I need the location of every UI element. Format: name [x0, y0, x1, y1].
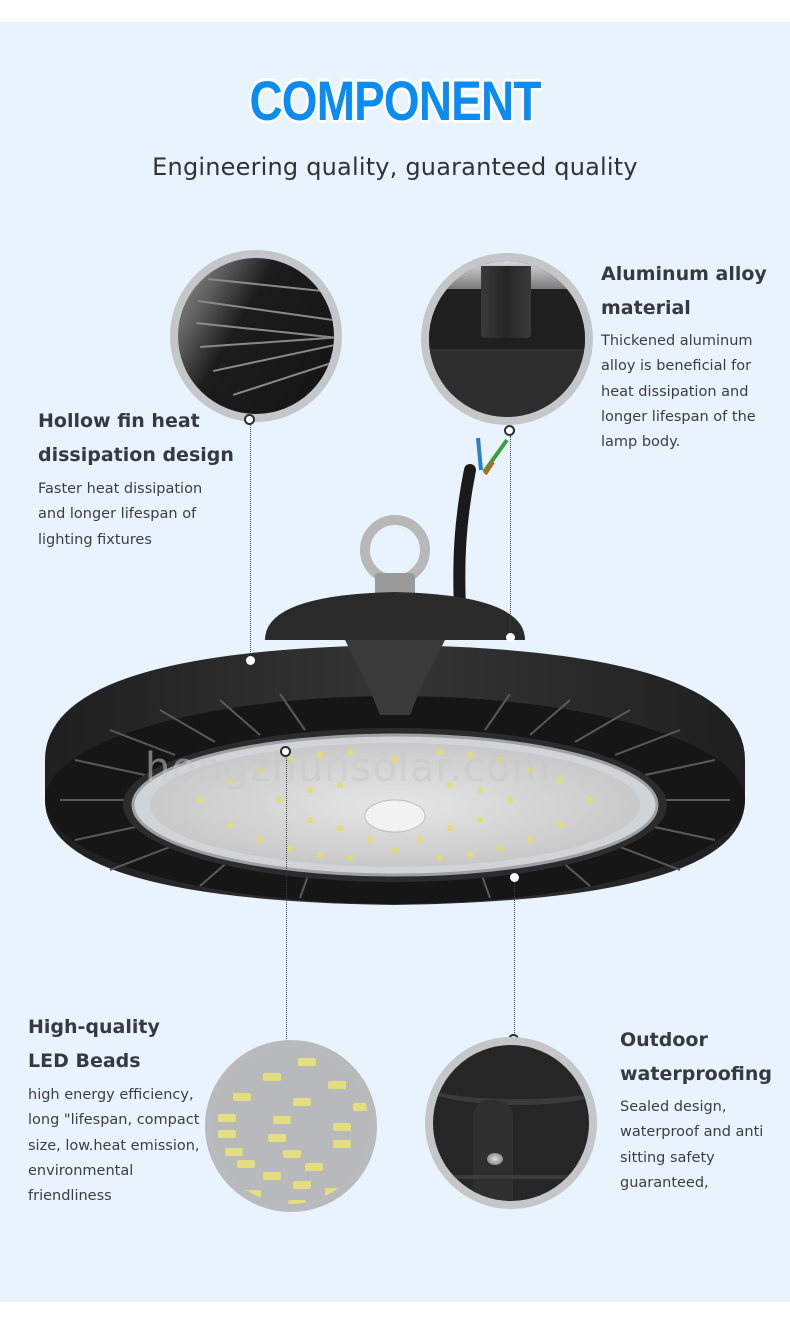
aluminum-alloy-detail-image [421, 253, 593, 425]
aluminum-alloy-title: Aluminum alloy material [601, 263, 767, 319]
hollow-fin-description: Faster heat dissipation and longer lifes… [38, 481, 203, 548]
hollow-fin-detail-image [170, 250, 342, 422]
led-beads-detail-image [205, 1040, 377, 1212]
led-beads-description: high energy efficiency, long "lifespan, … [28, 1087, 200, 1205]
leader-line-led-beads [286, 756, 287, 1041]
anchor-dot-hollow-fin [244, 414, 255, 425]
leader-line-aluminum [510, 436, 511, 636]
hollow-fin-title: Hollow fin heat dissipation design [38, 410, 234, 466]
anchor-dot-waterproofing-lamp [510, 873, 519, 882]
waterproofing-description: Sealed design, waterproof and anti sitti… [620, 1099, 764, 1191]
leader-line-waterproofing [514, 880, 515, 1035]
waterproofing-title: Outdoor waterproofing [620, 1029, 772, 1085]
led-beads-title: High-quality LED Beads [28, 1016, 160, 1072]
waterproofing-detail-image [425, 1037, 597, 1209]
watermark: hongzhunsolar.com [145, 745, 552, 791]
anchor-dot-aluminum [504, 425, 515, 436]
anchor-dot-led-lamp [280, 746, 291, 757]
aluminum-alloy-description: Thickened aluminum alloy is beneficial f… [601, 333, 756, 451]
page-subtitle: Engineering quality, guaranteed quality [152, 153, 638, 181]
page-title: COMPONENT [249, 69, 541, 132]
anchor-dot-hollow-fin-lamp [246, 656, 255, 665]
leader-line-hollow-fin [250, 425, 251, 660]
anchor-dot-aluminum-lamp [506, 633, 515, 642]
